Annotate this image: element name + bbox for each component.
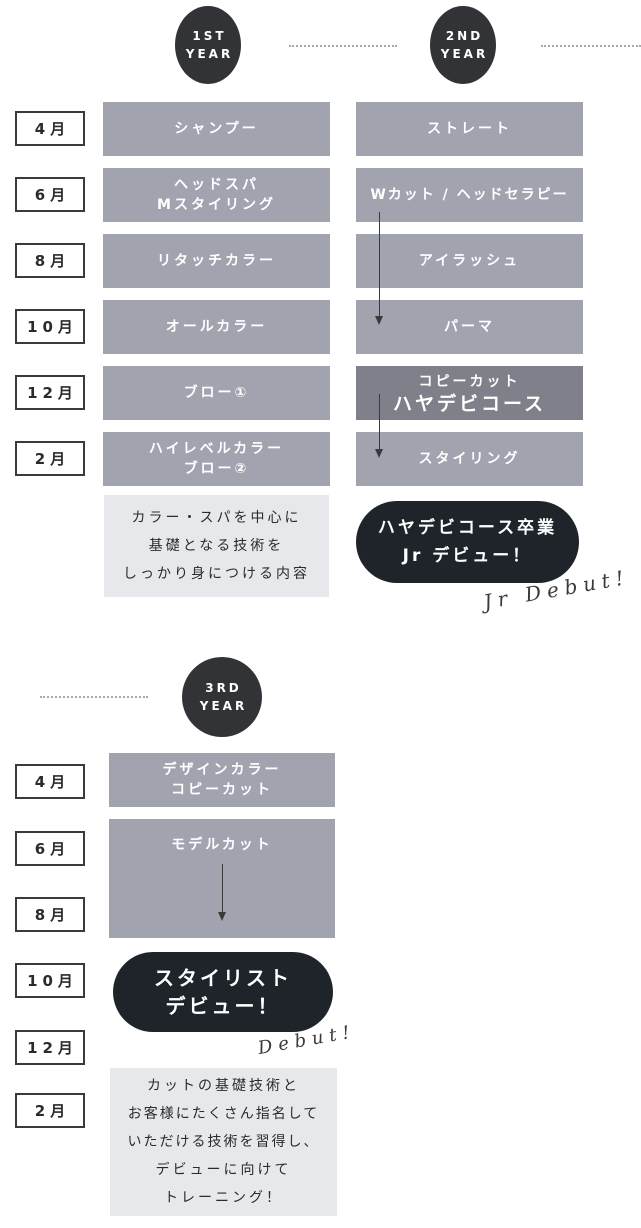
year3-summary-note: カットの基礎技術と お客様にたくさん指名して いただける技術を習得し、 デビュー… <box>110 1068 337 1216</box>
training-step: ブロー① <box>103 366 330 420</box>
month-label: 12月 <box>15 375 85 410</box>
training-step: シャンプー <box>103 102 330 156</box>
training-step: オールカラー <box>103 300 330 354</box>
step-label: ブロー① <box>183 385 250 401</box>
training-step: スタイリング <box>356 432 583 486</box>
step-label: コピーカット <box>418 374 521 390</box>
step-label: ヘッドスパ <box>174 177 259 193</box>
pill-line: Jr デビュー！ <box>402 546 533 566</box>
month-label: 8月 <box>15 243 85 278</box>
note-line: デビューに向けて <box>155 1162 292 1178</box>
year1-summary-note: カラー・スパを中心に 基礎となる技術を しっかり身につける内容 <box>104 495 329 597</box>
arrow-head-icon <box>375 316 383 325</box>
step-label: ハヤデビコース <box>392 393 547 415</box>
arrow-head-icon <box>218 912 226 921</box>
step-label: オールカラー <box>165 319 268 335</box>
year-badge-number: 3RD <box>205 681 242 695</box>
step-label: パーマ <box>444 319 495 335</box>
training-step: デザインカラー コピーカット <box>109 753 335 807</box>
pill-line: スタイリスト <box>154 966 292 990</box>
step-label: デザインカラー <box>162 762 282 778</box>
dotted-connector <box>541 45 641 47</box>
step-label: Mスタイリング <box>157 197 276 213</box>
step-label: ストレート <box>427 121 512 137</box>
year-badge-number: 2ND <box>445 29 484 43</box>
month-label: 4月 <box>15 111 85 146</box>
year-badge-label: YEAR <box>440 47 489 61</box>
month-label: 10月 <box>15 309 85 344</box>
month-label: 6月 <box>15 177 85 212</box>
step-label: モデルカット <box>171 837 273 853</box>
month-label: 8月 <box>15 897 85 932</box>
month-label: 4月 <box>15 764 85 799</box>
training-step-highlight: コピーカット ハヤデビコース <box>356 366 583 420</box>
step-label: アイラッシュ <box>418 253 521 269</box>
note-line: お客様にたくさん指名して <box>127 1106 320 1122</box>
arrow-down-icon <box>222 864 223 914</box>
month-label: 2月 <box>15 441 85 476</box>
training-step: ヘッドスパ Mスタイリング <box>103 168 330 222</box>
month-label: 12月 <box>15 1030 85 1065</box>
month-label: 2月 <box>15 1093 85 1128</box>
training-step: アイラッシュ <box>356 234 583 288</box>
dotted-connector <box>40 696 148 698</box>
month-label: 6月 <box>15 831 85 866</box>
arrow-down-icon <box>379 394 380 450</box>
arrow-down-icon <box>379 212 380 318</box>
arrow-head-icon <box>375 449 383 458</box>
step-label: リタッチカラー <box>157 253 276 269</box>
note-line: カラー・スパを中心に <box>131 510 302 526</box>
step-label: Wカット / ヘッドセラピー <box>370 187 569 203</box>
note-line: いただける技術を習得し、 <box>127 1134 320 1150</box>
note-line: 基礎となる技術を <box>148 538 285 554</box>
step-label: スタイリング <box>418 451 521 467</box>
training-step: Wカット / ヘッドセラピー <box>356 168 583 222</box>
year-badge-2nd: 2ND YEAR <box>430 6 496 84</box>
year-badge-3rd: 3RD YEAR <box>182 657 262 737</box>
note-line: カットの基礎技術と <box>147 1078 300 1094</box>
year-badge-1st: 1ST YEAR <box>175 6 241 84</box>
year-badge-label: YEAR <box>199 699 248 713</box>
training-step: ハイレベルカラー ブロー② <box>103 432 330 486</box>
step-label: シャンプー <box>174 121 259 137</box>
step-label: ブロー② <box>183 461 250 477</box>
dotted-connector <box>289 45 397 47</box>
step-label: ハイレベルカラー <box>148 441 285 457</box>
stylist-debut-badge: スタイリスト デビュー！ <box>113 952 333 1032</box>
month-label: 10月 <box>15 963 85 998</box>
jr-debut-badge: ハヤデビコース卒業 Jr デビュー！ <box>356 501 579 583</box>
pill-line: デビュー！ <box>165 994 281 1018</box>
training-step: リタッチカラー <box>103 234 330 288</box>
training-step: パーマ <box>356 300 583 354</box>
year-badge-label: YEAR <box>185 47 234 61</box>
note-line: トレーニング！ <box>164 1190 283 1206</box>
year-badge-number: 1ST <box>192 29 227 43</box>
note-line: しっかり身につける内容 <box>123 566 310 582</box>
training-step: ストレート <box>356 102 583 156</box>
step-label: コピーカット <box>171 782 273 798</box>
pill-line: ハヤデビコース卒業 <box>377 518 558 538</box>
